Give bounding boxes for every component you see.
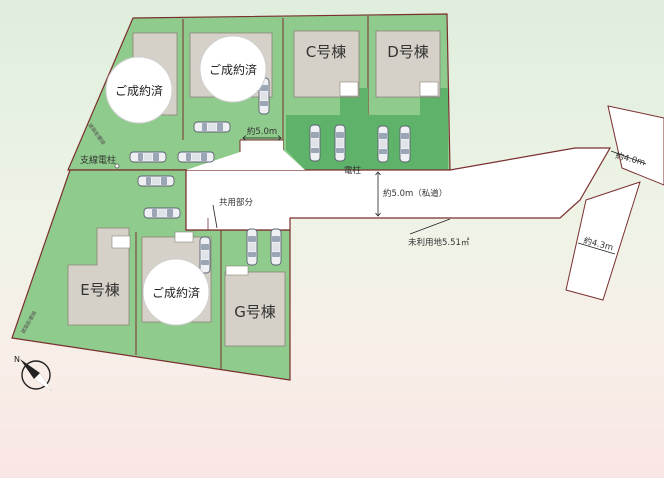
sold-badge-a: ご成約済 [115, 83, 163, 98]
dimension-lines [212, 135, 647, 255]
lot-label-c: C号棟 [306, 43, 346, 61]
support-wire-pole-label: 支線電柱 [80, 154, 116, 166]
road-width-top: 約5.0m [247, 126, 277, 137]
utility-pole-label: 電柱 [344, 165, 362, 176]
car-icon [199, 236, 211, 274]
car-icon [334, 124, 346, 162]
car-icon [177, 151, 215, 163]
car-icon [309, 124, 321, 162]
unused-land-label: 未利用地5.51㎡ [408, 237, 470, 248]
building-e [67, 227, 130, 326]
car-icon [137, 175, 175, 187]
car-icon [143, 207, 181, 219]
car-icon [399, 125, 411, 163]
lot-label-e: E号棟 [80, 281, 119, 299]
lot-label-g: G号棟 [234, 303, 276, 321]
sold-badges: ご成約済 ご成約済 ご成約済 [105, 35, 267, 326]
car-icon [193, 121, 231, 133]
lot-label-d: D号棟 [387, 43, 429, 61]
car-icon [270, 228, 282, 266]
sold-badge-b: ご成約済 [209, 62, 257, 77]
support-wire-pole-marker [114, 163, 120, 169]
building-g [224, 271, 286, 347]
north-arrow-icon: N [14, 355, 52, 391]
car-icon [377, 125, 389, 163]
road-width-main: 約5.0m（私道） [383, 188, 447, 199]
car-icon [246, 228, 258, 266]
svg-text:N: N [14, 355, 20, 364]
sold-badge-f: ご成約済 [152, 285, 200, 300]
entry-pads [111, 81, 439, 276]
car-icon [129, 151, 167, 163]
private-road [185, 105, 664, 301]
shared-area-label: 共用部分 [219, 197, 254, 208]
